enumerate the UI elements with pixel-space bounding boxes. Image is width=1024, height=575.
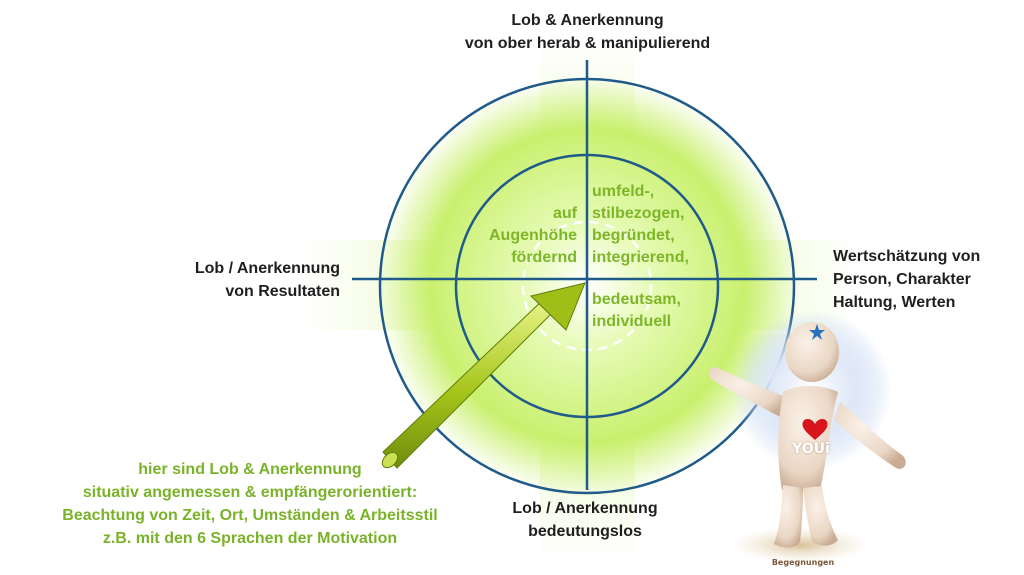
inner-left-line-2: Augenhöhe: [489, 227, 577, 244]
label-left-line-2: von Resultaten: [225, 283, 340, 300]
inner-right-top-text: umfeld-, stilbezogen, begründet, integri…: [592, 181, 722, 269]
label-left: Lob / Anerkennung von Resultaten: [130, 257, 340, 303]
inner-right-bottom-line-2: individuell: [592, 313, 672, 330]
inner-left-line-3: fördernd: [511, 249, 577, 266]
label-top-line-2: von ober herab & manipulierend: [464, 35, 711, 52]
figure-head: [785, 322, 839, 382]
inner-right-top-line-1: umfeld-,: [592, 183, 655, 200]
note-line-4: z.B. mit den 6 Sprachen der Motivation: [102, 530, 398, 547]
note-line-2: situativ angemessen & empfängerorientier…: [82, 484, 418, 501]
note-line-1: hier sind Lob & Anerkennung: [138, 461, 362, 478]
label-left-line-1: Lob / Anerkennung: [194, 260, 340, 277]
note-text: hier sind Lob & Anerkennung situativ ang…: [15, 458, 485, 550]
heart-icon: [802, 418, 828, 440]
inner-right-top-line-3: begründet,: [592, 227, 675, 244]
label-top-line-1: Lob & Anerkennung: [511, 12, 664, 29]
label-right-line-2: Person, Charakter: [833, 271, 971, 288]
inner-left-text: auf Augenhöhe fördernd: [460, 203, 577, 269]
label-bottom-line-1: Lob / Anerkennung: [512, 500, 658, 517]
note-line-3: Beachtung von Zeit, Ort, Umständen & Arb…: [62, 507, 438, 524]
label-top: Lob & Anerkennung von ober herab & manip…: [420, 9, 755, 55]
label-bottom-line-2: bedeutungslos: [528, 523, 642, 540]
inner-right-top-line-2: stilbezogen,: [592, 205, 685, 222]
green-arrow: [381, 282, 586, 469]
figure-chest-text: YOUi: [792, 441, 830, 457]
label-bottom: Lob / Anerkennung bedeutungslos: [470, 497, 700, 543]
star-icon: [809, 324, 825, 340]
youi-figure: [709, 310, 906, 563]
inner-left-line-1: auf: [553, 205, 577, 222]
inner-right-bottom-line-1: bedeutsam,: [592, 291, 681, 308]
figure-caption: Begegnungen: [771, 558, 835, 567]
label-right-line-3: Haltung, Werten: [833, 294, 956, 311]
inner-right-top-line-4: integrierend,: [592, 249, 689, 266]
label-right: Wertschätzung von Person, Charakter Halt…: [833, 245, 1013, 314]
label-right-line-1: Wertschätzung von: [833, 248, 981, 265]
inner-right-bottom-text: bedeutsam, individuell: [592, 289, 722, 333]
